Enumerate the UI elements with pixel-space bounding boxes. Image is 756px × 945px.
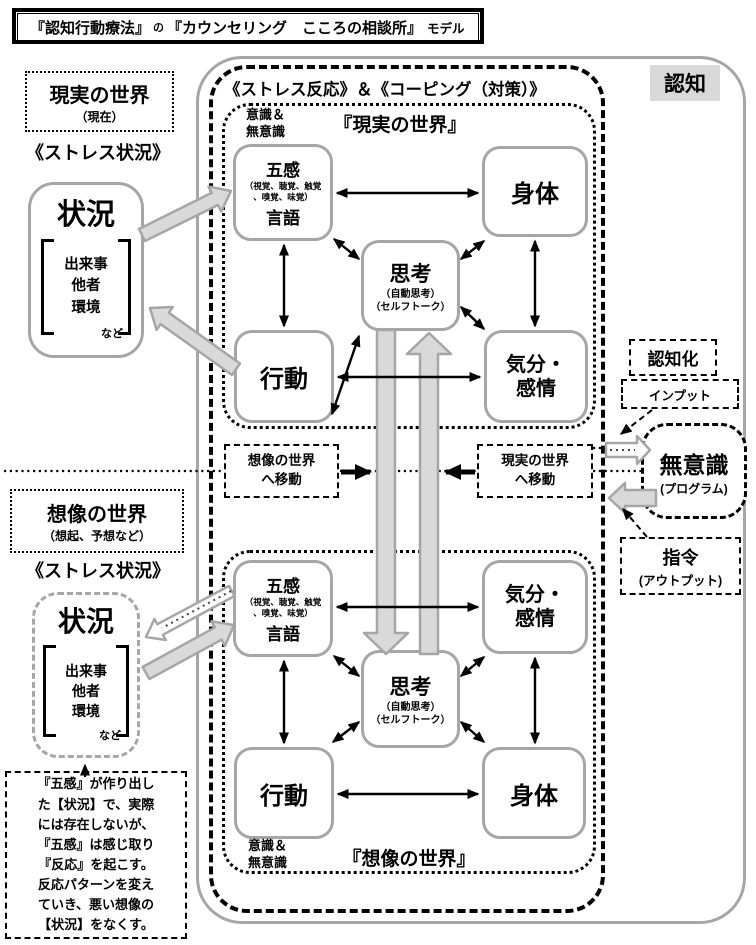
unconscious-sub-label: (プログラム)	[660, 481, 728, 496]
shintai-box-upper: 身体	[482, 146, 588, 237]
factor-list: 出来事 他者 環境	[56, 645, 116, 737]
situation-factors: 出来事 他者 環境	[41, 239, 131, 335]
title-part-2: の	[153, 22, 165, 34]
situation-label: 状況	[56, 199, 115, 231]
situation-box-real: 状況 出来事 他者 環境 など	[28, 182, 144, 358]
factor-item: 他者	[71, 278, 101, 295]
factor-list: 出来事 他者 環境	[54, 239, 118, 335]
title-part-1: 『認知行動療法』	[30, 19, 151, 37]
consciousness-label-lower: 意識＆ 無意識	[248, 838, 288, 870]
kodo-box-lower: 行動	[234, 747, 334, 839]
cognition-label: 認知	[650, 65, 720, 101]
input-box: インプット	[621, 379, 739, 409]
etc-label: など	[101, 328, 123, 340]
move-to-reality-box: 現実の世界 へ移動	[477, 444, 593, 498]
real-world-side-box: 現実の世界 （現在）	[25, 71, 174, 132]
situation-factors: 出来事 他者 環境	[43, 645, 129, 737]
kodo-box-upper: 行動	[234, 330, 334, 423]
real-world-label: 『現実の世界』	[333, 115, 467, 136]
shiko-label: 思考	[389, 676, 432, 699]
bracket-left	[41, 239, 54, 335]
bracket-left	[43, 645, 56, 737]
command-sub-label: (アウトプット)	[638, 573, 723, 588]
factor-item: 環境	[71, 299, 101, 316]
command-box: 指令 (アウトプット)	[620, 537, 741, 595]
gokan-box-upper: 五感 （視覚、聴覚、触覚 、嗅覚、味覚） 言語	[233, 144, 333, 241]
factor-item: 環境	[72, 703, 100, 720]
imagined-world-side-box: 想像の世界 （想起、予想など）	[10, 489, 184, 553]
title-part-4: モデル	[427, 21, 465, 36]
gokan-sub-label: （視覚、聴覚、触覚 、嗅覚、味覚）	[244, 181, 322, 202]
cognitize-box: 認知化	[629, 339, 717, 376]
bracket-right	[116, 645, 129, 737]
shiko-sub-label: （自動思考） （セルフトーク）	[370, 702, 451, 726]
imagined-world-label: 『想像の世界』	[342, 849, 476, 870]
title-part-3: 『カウンセリング こころの相談所』	[167, 19, 423, 37]
move-to-imagination-box: 想像の世界 へ移動	[224, 444, 339, 498]
consciousness-label-upper: 意識＆ 無意識	[246, 107, 286, 139]
unconscious-label: 無意識	[659, 451, 729, 478]
shintai-box-lower: 身体	[482, 747, 586, 839]
stress-response-box	[209, 65, 605, 913]
real-world-side-label: 現実の世界	[49, 84, 150, 107]
imagined-world-side-label: 想像の世界	[47, 504, 147, 526]
kibun-box-upper: 気分・ 感情	[484, 330, 588, 423]
imagined-world-side-sub: （想起、予想など）	[42, 529, 151, 543]
factor-item: 出来事	[65, 662, 107, 679]
situation-box-imagined: 状況 出来事 他者 環境 など	[32, 592, 140, 758]
gokan-label: 五感	[266, 161, 300, 181]
situation-label: 状況	[57, 606, 114, 637]
shiko-box-lower: 思考 （自動思考） （セルフトーク）	[361, 650, 460, 748]
gokan-label: 五感	[266, 577, 300, 597]
stress-response-heading: 《ストレス反応》＆《コーピング（対策）》	[224, 81, 546, 99]
unconscious-box: 無意識 (プログラム)	[641, 423, 747, 519]
factor-item: 他者	[72, 682, 100, 699]
gokan-box-lower: 五感 （視覚、聴覚、触覚 、嗅覚、味覚） 言語	[233, 560, 333, 657]
title-box: 『認知行動療法』 の 『カウンセリング こころの相談所』 モデル	[12, 8, 484, 44]
command-label: 指令	[662, 547, 699, 568]
etc-label: など	[99, 730, 121, 742]
shiko-label: 思考	[389, 262, 432, 286]
real-world-side-sub: （現在）	[75, 109, 124, 124]
stress-situation-label-top: 《ストレス状況》	[26, 143, 170, 163]
shiko-box-upper: 思考 （自動思考） （セルフトーク）	[361, 240, 460, 331]
imagination-note-box: 『五感』が作り出し た【状況】で、実際 には存在しないが、 『五感』は感じ取り …	[5, 771, 187, 939]
gokan-sub-label: （視覚、聴覚、触覚 、嗅覚、味覚）	[244, 597, 322, 618]
gengo-label: 言語	[266, 208, 300, 228]
title-inner: 『認知行動療法』 の 『カウンセリング こころの相談所』 モデル	[17, 13, 479, 41]
gengo-label: 言語	[266, 624, 300, 644]
stress-situation-label-bottom: 《ストレス状況》	[26, 561, 170, 581]
bracket-right	[118, 239, 131, 335]
kibun-box-lower: 気分・ 感情	[482, 560, 588, 654]
factor-item: 出来事	[64, 257, 108, 274]
shiko-sub-label: （自動思考） （セルフトーク）	[370, 288, 451, 313]
